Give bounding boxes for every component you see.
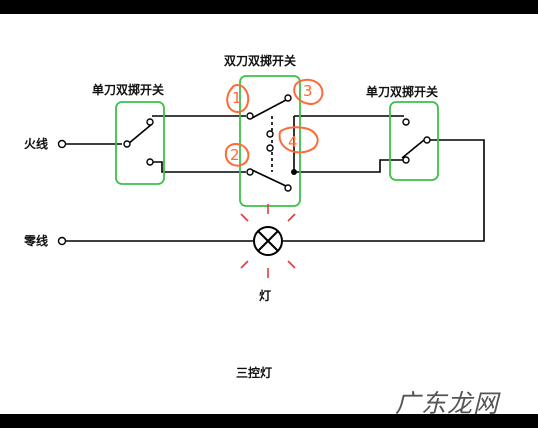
right-switch-label: 单刀双掷开关 [366, 85, 439, 99]
annotation-number-4: 4 [288, 133, 298, 151]
annotation-marks [224, 78, 324, 167]
middle-c1-terminal-icon [266, 130, 274, 138]
left-bottom-terminal-icon [146, 158, 154, 166]
right-top-terminal-icon [402, 118, 410, 126]
switch-outlines [115, 75, 439, 207]
bottom-border-bar [0, 414, 538, 428]
left-top-terminal-icon [146, 118, 154, 126]
annotation-number-3: 3 [303, 82, 313, 100]
wires [66, 99, 485, 242]
right-common-terminal-icon [423, 136, 431, 144]
live-terminal-icon [57, 139, 67, 149]
middle-rt-terminal-icon [284, 94, 292, 102]
middle-lt-terminal-icon [246, 112, 254, 120]
lamp-x-circle-icon [240, 204, 296, 278]
annotation-number-1: 1 [232, 89, 242, 107]
middle-switch-label: 双刀双掷开关 [224, 54, 297, 68]
annotation-circle-1 [226, 84, 250, 114]
neutral-wire-label: 零线 [24, 234, 49, 248]
middle-blade-top [251, 99, 287, 119]
live-wire-label: 火线 [24, 137, 49, 151]
annotation-circle-4 [278, 126, 319, 154]
watermark-logo: 广东龙网 [395, 389, 500, 418]
right-bottom-terminal-icon [402, 156, 410, 164]
neutral-terminal-icon [57, 236, 67, 246]
wire-middle-to-right-bottom [294, 159, 404, 173]
right-switch-box [389, 101, 439, 181]
terminals [57, 94, 431, 246]
middle-c2-terminal-icon [266, 144, 274, 152]
annotation-circle-3 [293, 78, 324, 106]
middle-rb-terminal-icon [284, 184, 292, 192]
caption-label: 三控灯 [236, 366, 273, 380]
middle-switch-box [239, 75, 301, 207]
middle-blade-bottom [251, 169, 287, 187]
wire-right-to-lamp [282, 139, 485, 242]
left-switch-box [115, 101, 165, 185]
left-blade [127, 123, 153, 145]
annotation-number-2: 2 [230, 146, 240, 164]
left-switch-label: 单刀双掷开关 [92, 83, 165, 97]
top-border-bar [0, 0, 538, 14]
lamp-rays [240, 204, 296, 278]
lamp-label: 灯 [259, 289, 272, 303]
left-common-terminal-icon [123, 140, 131, 148]
right-blade [401, 139, 425, 159]
annotation-circle-2 [224, 142, 250, 167]
junction-dot-icon [291, 169, 297, 175]
middle-lb-terminal-icon [246, 168, 254, 176]
wire-left-bottom-to-middle [152, 161, 246, 173]
